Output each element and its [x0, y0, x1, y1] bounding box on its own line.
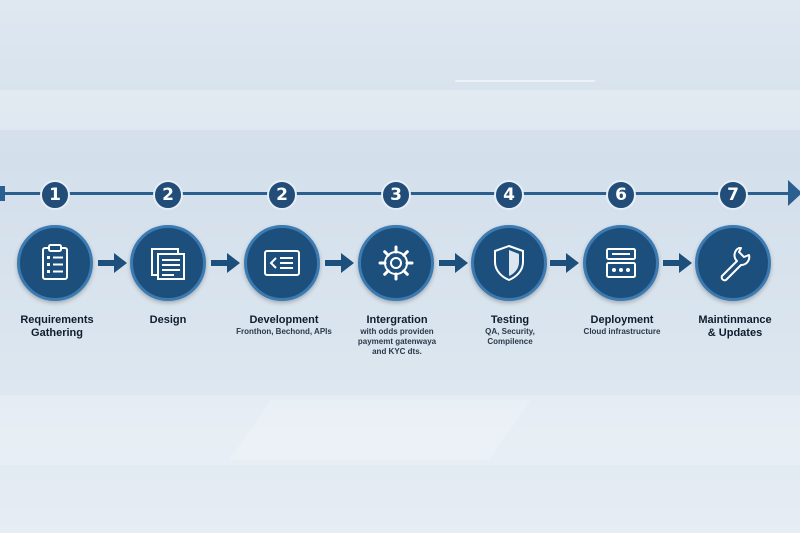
step-title-line: & Updates: [707, 327, 763, 339]
step-title-line: Requirements: [20, 314, 94, 326]
step-subtitle-line: and KYC dts.: [372, 347, 422, 356]
step-title: Deployment Cloud infrastructure: [562, 314, 682, 337]
step-number-badge: 3: [381, 180, 411, 210]
flow-arrow: [663, 253, 693, 273]
step-icon-circle: [17, 225, 93, 301]
background-stripe: [228, 400, 532, 460]
step-title: Development Fronthon, Bechond, APIs: [224, 314, 344, 337]
step-title: Intergration with odds providen paymemt …: [337, 314, 457, 357]
step-icon-circle: [471, 225, 547, 301]
background-band: [0, 395, 800, 465]
flow-arrow: [439, 253, 469, 273]
step-icon-circle: [695, 225, 771, 301]
gear-icon: [378, 245, 414, 281]
step-number-badge: 4: [494, 180, 524, 210]
step-title: Maintinmance & Updates: [675, 314, 795, 340]
documents-icon: [151, 248, 185, 280]
step-number-badge: 7: [718, 180, 748, 210]
step-subtitle-line: paymemt gatenwaya: [357, 337, 437, 346]
step-subtitle-line: Cloud infrastructure: [583, 327, 661, 336]
clipboard-checklist-icon: [42, 244, 68, 280]
flow-arrow: [550, 253, 580, 273]
step-number-badge: 1: [40, 180, 70, 210]
step-subtitle-line: Compilence: [487, 337, 533, 346]
step-title-line: Testing: [490, 314, 530, 326]
server-icon: [606, 248, 636, 278]
flow-arrow: [325, 253, 355, 273]
step-icon-circle: [244, 225, 320, 301]
step-number-badge: 2: [153, 180, 183, 210]
step-icon-circle: [583, 225, 659, 301]
step-title-line: Deployment: [590, 314, 654, 326]
step-title-line: Maintinmance: [698, 314, 772, 326]
step-subtitle-line: with odds providen: [360, 327, 434, 336]
background-band: [0, 90, 800, 130]
step-title: Testing QA, Security, Compilence: [450, 314, 570, 347]
timeline-arrowhead: [788, 180, 800, 206]
code-window-icon: [264, 250, 300, 276]
wrench-icon: [720, 247, 751, 282]
shield-icon: [494, 244, 524, 282]
step-title-line: Intergration: [366, 314, 428, 326]
flow-arrow: [98, 253, 128, 273]
step-title: Design: [108, 314, 228, 327]
step-title-line: Design: [149, 314, 187, 326]
step-subtitle-line: Fronthon, Bechond, APIs: [236, 327, 332, 336]
step-title-line: Gathering: [31, 327, 83, 339]
flow-arrow: [211, 253, 241, 273]
step-title-line: Development: [249, 314, 319, 326]
step-icon-circle: [358, 225, 434, 301]
step-subtitle-line: QA, Security,: [485, 327, 535, 336]
step-number-badge: 2: [267, 180, 297, 210]
step-number-badge: 6: [606, 180, 636, 210]
step-title: Requirements Gathering: [0, 314, 117, 340]
background-stripe: [403, 80, 597, 142]
step-icon-circle: [130, 225, 206, 301]
